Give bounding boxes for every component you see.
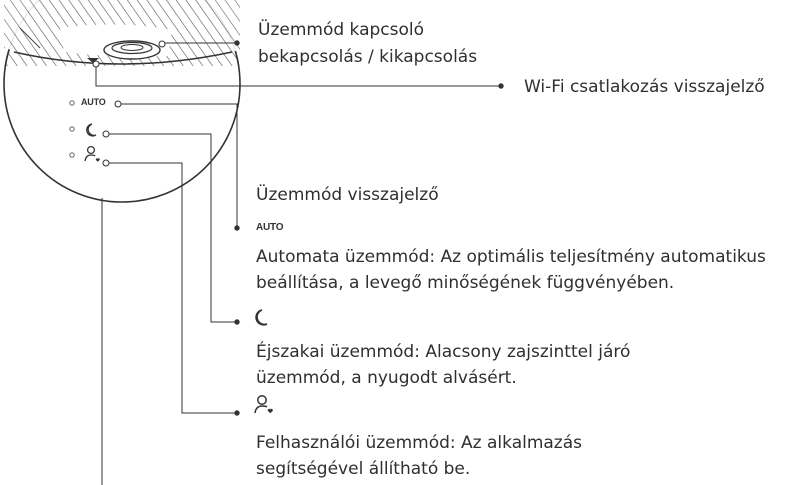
leader-lines (92, 40, 504, 485)
night-mode-description: Éjszakai üzemmód: Alacsony zajszinttel j… (256, 342, 631, 362)
auto-mode-description-cont: beállítása, a levegő minőségének függvén… (256, 273, 675, 293)
mode-switch-label: Üzemmód kapcsoló (258, 20, 425, 40)
mode-indicator-title: Üzemmód visszajelző (256, 185, 439, 205)
moon-icon (255, 309, 268, 326)
device-auto-label: AUTO (81, 97, 106, 107)
wifi-indicator-label: Wi-Fi csatlakozás visszajelző (524, 77, 765, 97)
led-user (69, 152, 75, 158)
led-auto (69, 100, 75, 106)
auto-mode-icon-label: AUTO (256, 222, 284, 233)
user-mode-description-cont: segítségével állítható be. (256, 459, 471, 479)
user-mode-description: Felhasználói üzemmód: Az alkalmazás (256, 433, 583, 453)
cap-edge (13, 51, 233, 65)
wifi-indicator-icon (87, 58, 99, 63)
auto-mode-description: Automata üzemmód: Az optimális teljesítm… (256, 247, 766, 267)
device-body (3, 0, 241, 203)
user-heart-icon (84, 145, 100, 162)
mode-switch-sublabel: bekapcsolás / kikapcsolás (258, 47, 478, 67)
moon-icon (86, 123, 97, 137)
led-night (69, 126, 75, 132)
night-mode-description-cont: üzemmód, a nyugodt alvásért. (256, 368, 517, 388)
power-button-icon[interactable] (103, 40, 161, 60)
user-heart-icon (254, 395, 273, 414)
